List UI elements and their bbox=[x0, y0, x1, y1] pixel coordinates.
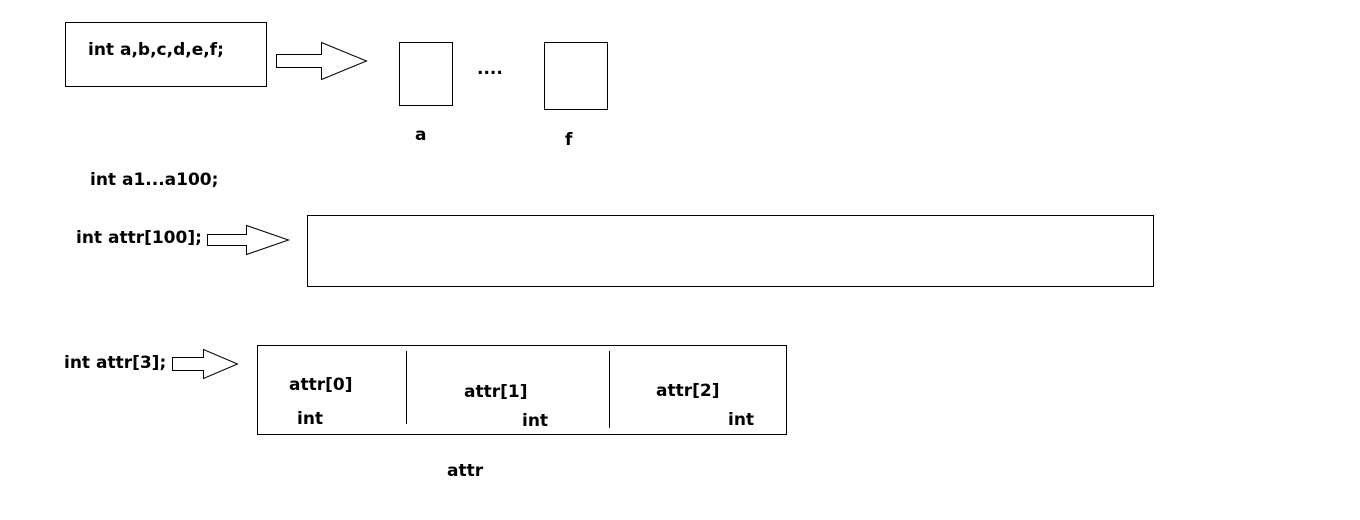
many-vars-declaration-text: int a1...a100; bbox=[90, 170, 218, 190]
scalar-declaration-text: int a,b,c,d,e,f; bbox=[88, 40, 224, 60]
array-100-declaration-text: int attr[100]; bbox=[76, 228, 202, 248]
variable-label-f: f bbox=[565, 130, 573, 150]
cell-index-label-1: attr[1] bbox=[464, 382, 527, 402]
cell-type-label-2: int bbox=[728, 410, 754, 430]
scalar-declaration-box bbox=[65, 22, 267, 87]
arrow-right-icon bbox=[276, 41, 368, 81]
cell-index-label-0: attr[0] bbox=[289, 375, 352, 395]
variable-label-a: a bbox=[415, 125, 426, 145]
cell-type-label-0: int bbox=[297, 409, 323, 429]
arrow-right-icon bbox=[172, 348, 239, 380]
variable-cell-f bbox=[544, 42, 608, 110]
ellipsis-text: .... bbox=[477, 59, 503, 79]
cell-index-label-2: attr[2] bbox=[656, 381, 719, 401]
array-3-declaration-text: int attr[3]; bbox=[64, 353, 166, 373]
arrow-right-icon bbox=[207, 224, 291, 256]
array-100-memory-box bbox=[307, 215, 1154, 287]
array-name-label: attr bbox=[447, 461, 484, 481]
variable-cell-a bbox=[399, 42, 453, 106]
array-3-memory-box bbox=[257, 345, 787, 435]
cell-type-label-1: int bbox=[522, 411, 548, 431]
